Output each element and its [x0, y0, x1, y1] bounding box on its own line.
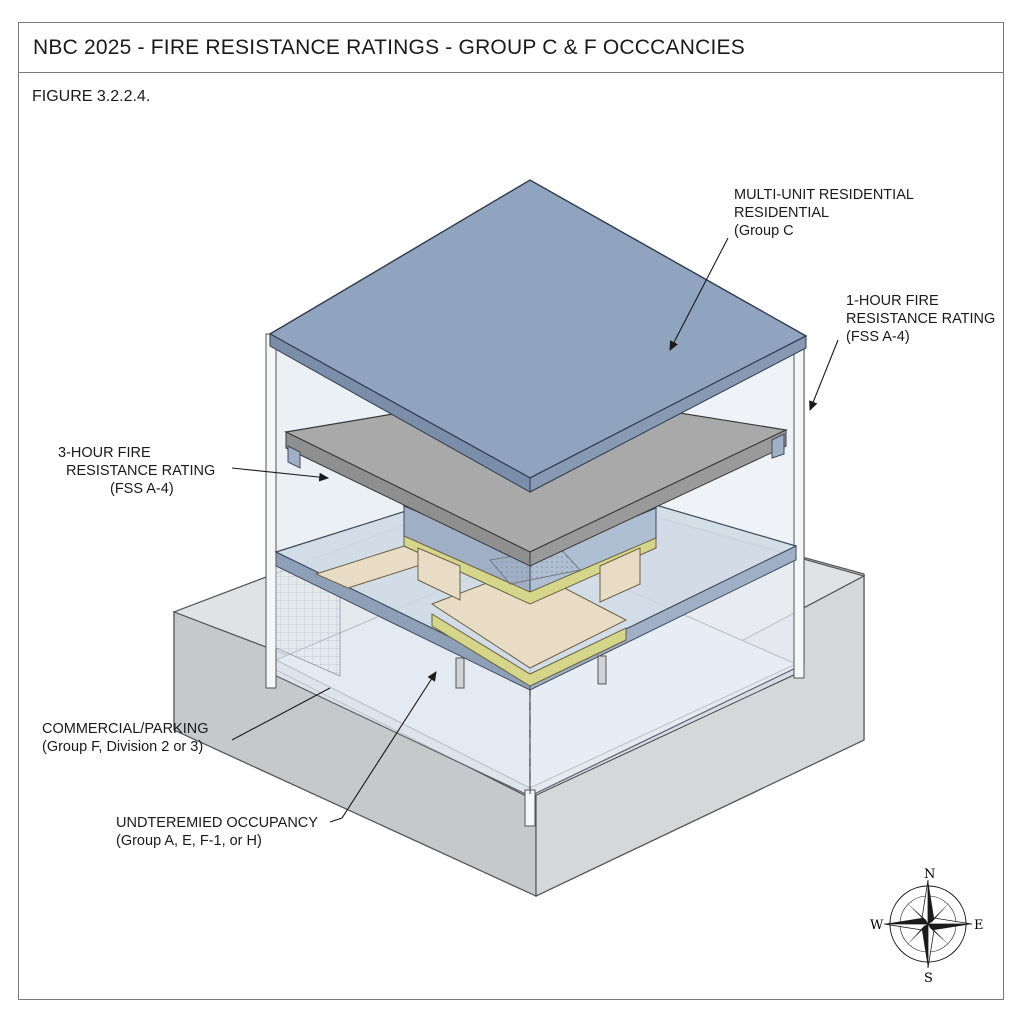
leader-lines [231, 237, 839, 823]
compass-rose-icon: N S E W [870, 867, 984, 986]
callout-three-hour-line1: 3-HOUR FIRE [58, 445, 151, 461]
compass-west-label: W [870, 918, 884, 933]
callout-undetermined-occupancy: UNDTEREMIED OCCUPANCY (Group A, E, F-1, … [116, 814, 318, 850]
callout-one-hour-line2: RESISTANCE RATING [846, 311, 996, 327]
callout-residential-line2: RESIDENTIAL [734, 205, 830, 221]
callout-one-hour-line3: (FSS A-4) [846, 329, 910, 345]
title-bar: NBC 2025 - FIRE RESISTANCE RATINGS - GRO… [19, 23, 1003, 73]
callout-one-hour-rating: 1-HOUR FIRE RESISTANCE RATING (FSS A-4) [846, 292, 995, 346]
compass-south-label: S [924, 971, 933, 986]
callout-three-hour-line3: (FSS A-4) [110, 481, 174, 497]
compass-east-label: E [974, 918, 984, 933]
callout-undetermined-line2: (Group A, E, F-1, or H) [116, 833, 262, 849]
callout-residential-line1: MULTI-UNIT RESIDENTIAL [734, 187, 914, 203]
callout-residential: MULTI-UNIT RESIDENTIAL RESIDENTIAL (Grou… [734, 186, 914, 240]
figure-number: FIGURE 3.2.2.4. [32, 88, 151, 105]
figure-frame: NBC 2025 - FIRE RESISTANCE RATINGS - GRO… [18, 22, 1004, 1000]
callout-commercial-parking: COMMERCIAL/PARKING (Group F, Division 2 … [42, 720, 209, 756]
leader-one-hour [809, 339, 839, 412]
callout-commercial-line1: COMMERCIAL/PARKING [42, 721, 209, 737]
leader-commercial [231, 687, 331, 741]
page-title: NBC 2025 - FIRE RESISTANCE RATINGS - GRO… [33, 36, 745, 59]
roof-slab [268, 179, 808, 493]
callout-undetermined-line1: UNDTEREMIED OCCUPANCY [116, 815, 318, 831]
callout-one-hour-line1: 1-HOUR FIRE [846, 293, 939, 309]
callout-three-hour-rating: 3-HOUR FIRE RESISTANCE RATING (FSS A-4) [58, 444, 215, 498]
callout-residential-line3: (Group C [734, 223, 794, 239]
compass-north-label: N [924, 867, 935, 882]
leader-three-hour [231, 467, 330, 482]
leader-residential [669, 237, 729, 351]
callout-three-hour-line2: RESISTANCE RATING [66, 463, 216, 479]
leader-undetermined [329, 671, 437, 823]
callout-commercial-line2: (Group F, Division 2 or 3) [42, 739, 204, 755]
